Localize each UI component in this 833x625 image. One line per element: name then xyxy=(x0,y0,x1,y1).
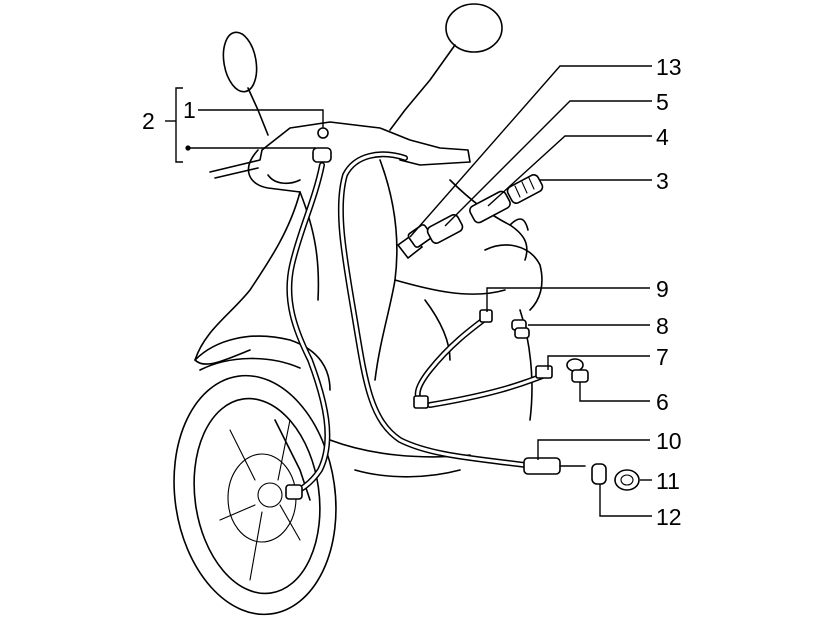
callout-8: 8 xyxy=(656,313,669,339)
callout-6: 6 xyxy=(656,389,669,415)
part-12 xyxy=(591,463,607,485)
callout-7: 7 xyxy=(656,344,669,370)
part-1 xyxy=(317,127,329,139)
part-5 xyxy=(426,214,464,244)
transmission-cable xyxy=(413,309,553,409)
callout-4: 4 xyxy=(656,124,669,150)
callout-10: 10 xyxy=(656,428,682,454)
callout-12: 12 xyxy=(656,504,682,530)
scooter-outline xyxy=(194,3,543,478)
callout-3: 3 xyxy=(656,168,669,194)
callout-9: 9 xyxy=(656,276,669,302)
part-6 xyxy=(566,358,589,383)
part-13 xyxy=(396,224,433,260)
callout-5: 5 xyxy=(656,89,669,115)
callout-13: 13 xyxy=(656,54,682,80)
leader-lines xyxy=(165,65,652,517)
part-11 xyxy=(614,469,640,491)
rear-brake-cable xyxy=(337,151,586,475)
speedometer-cable xyxy=(285,147,332,500)
callout-11: 11 xyxy=(656,468,680,494)
part-4 xyxy=(469,190,511,224)
callout-2: 2 xyxy=(142,108,155,134)
callout-1: 1 xyxy=(183,97,196,123)
part-8 xyxy=(511,319,530,339)
part-3 xyxy=(506,174,544,204)
